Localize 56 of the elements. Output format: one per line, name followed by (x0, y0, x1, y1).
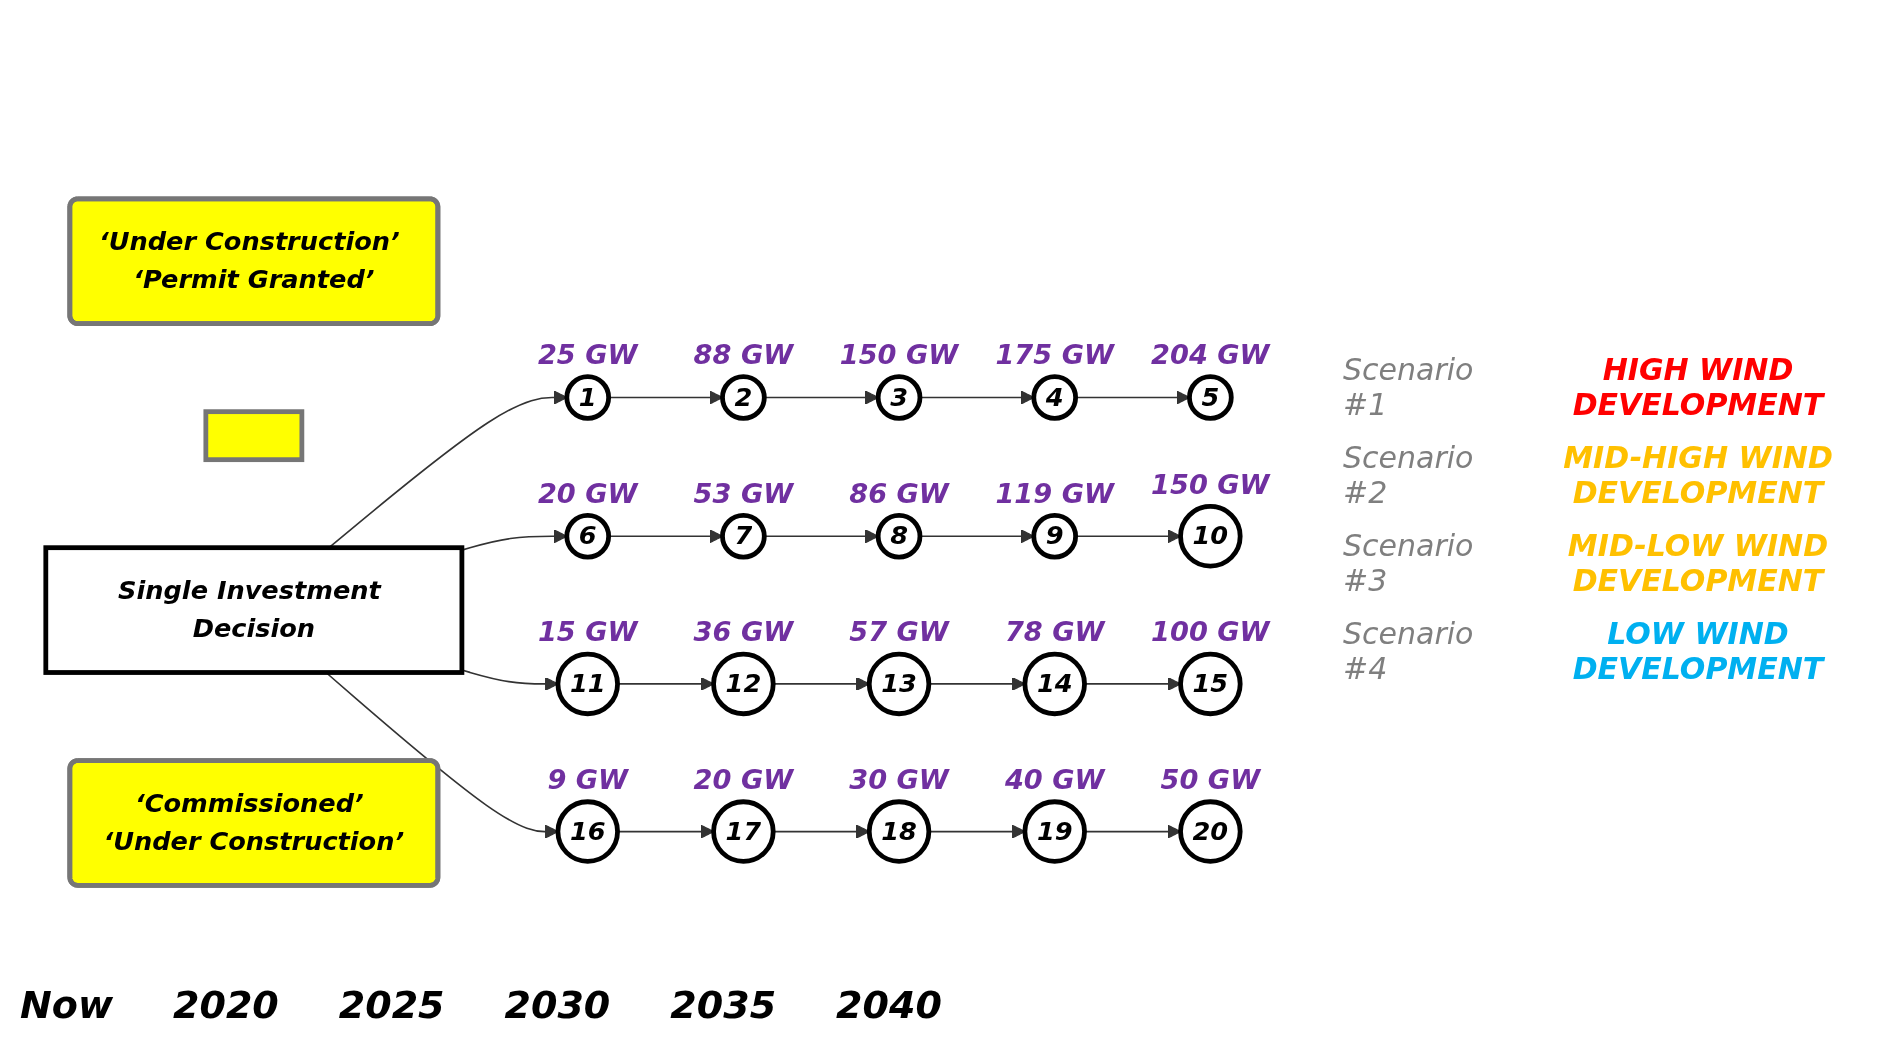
scenario-label: Scenario #3 (1343, 527, 1475, 598)
capacity-label: 204 GW (1150, 339, 1270, 371)
year-label: Now (20, 983, 113, 1027)
node-circle: 13 (866, 652, 931, 717)
node-circle: 5 (1186, 374, 1234, 422)
node-circle: 9 (1030, 513, 1078, 560)
node-circle: 8 (875, 513, 922, 560)
capacity-label: 53 GW (693, 477, 793, 509)
capacity-label: 88 GW (693, 339, 793, 371)
capacity-label: 86 GW (848, 477, 949, 509)
development-label: MID-HIGH WIND DEVELOPMENT (1562, 439, 1834, 510)
capacity-label: 30 GW (848, 764, 949, 796)
capacity-label: 150 GW (839, 339, 958, 371)
node-circle: 6 (563, 513, 611, 560)
node-circle: 7 (719, 513, 767, 560)
node-circle: 3 (875, 374, 922, 422)
node-circle: 14 (1022, 652, 1087, 717)
capacity-label: 15 GW (537, 616, 638, 648)
node-circle: 16 (555, 799, 620, 865)
node-circle: 4 (1030, 374, 1078, 422)
year-label: 2030 (504, 983, 611, 1027)
development-label: HIGH WIND DEVELOPMENT (1571, 351, 1826, 422)
capacity-label: 150 GW (1150, 469, 1270, 501)
node-circle: 18 (866, 799, 931, 865)
node-box: Single Investment Decision (42, 545, 464, 676)
node-circle: 20 (1177, 799, 1243, 865)
capacity-label: 78 GW (1004, 616, 1104, 648)
development-label: MID-LOW WIND DEVELOPMENT (1566, 527, 1830, 598)
node-circle: 12 (710, 652, 776, 717)
year-label: 2040 (836, 983, 942, 1027)
capacity-label: 25 GW (537, 339, 638, 371)
capacity-label: 20 GW (693, 764, 793, 796)
capacity-label: 100 GW (1150, 616, 1270, 648)
scenario-label: Scenario #4 (1343, 615, 1475, 686)
development-label: LOW WIND DEVELOPMENT (1571, 615, 1826, 686)
capacity-label: 9 GW (546, 764, 628, 796)
capacity-label: 50 GW (1160, 764, 1260, 796)
capacity-label: 57 GW (848, 616, 949, 648)
capacity-label: 119 GW (994, 477, 1114, 509)
capacity-label: 20 GW (537, 477, 638, 509)
year-label: 2025 (338, 983, 445, 1027)
node-box (202, 409, 304, 463)
node-circle: 19 (1022, 799, 1087, 865)
capacity-label: 40 GW (1004, 764, 1104, 796)
scenario-label: Scenario #1 (1343, 351, 1475, 422)
year-label: 2020 (173, 983, 279, 1027)
capacity-label: 36 GW (693, 616, 793, 648)
node-circle: 2 (719, 374, 767, 422)
capacity-label: 175 GW (994, 339, 1114, 371)
node-circle: 10 (1177, 504, 1243, 569)
node-circle: 15 (1177, 652, 1243, 717)
node-circle: 1 (563, 374, 611, 422)
year-label: 2035 (670, 983, 777, 1027)
scenario-label: Scenario #2 (1343, 439, 1475, 510)
node-circle: 17 (710, 799, 776, 865)
node-circle: 11 (555, 652, 620, 717)
